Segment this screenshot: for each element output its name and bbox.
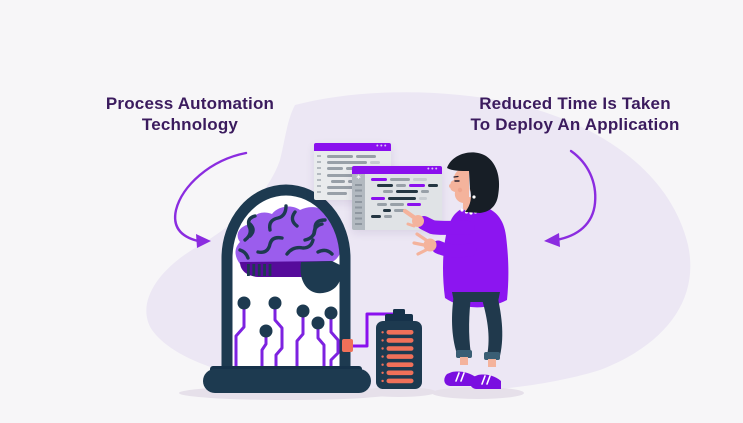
face	[450, 168, 469, 204]
pointing-arm	[402, 208, 475, 235]
hair	[447, 152, 500, 213]
open-hand-arm	[412, 232, 477, 258]
pants	[452, 292, 503, 356]
window-titlebar: •••	[314, 143, 391, 151]
ankle	[460, 357, 468, 365]
window-dots-icon: •••	[427, 166, 439, 173]
line-number-gutter: ∗	[352, 174, 365, 230]
line-number-gutter	[314, 151, 323, 200]
code-gutter-icon: ∗	[355, 174, 362, 181]
code-lines	[365, 174, 442, 230]
pant-cuff	[484, 352, 500, 360]
pant-cuff	[456, 350, 472, 358]
right-caption: Reduced Time Is Taken To Deploy An Appli…	[424, 93, 726, 135]
head	[447, 152, 500, 213]
dome-frame	[221, 184, 351, 372]
left-caption-line2: Technology	[141, 115, 239, 134]
battery-bars	[381, 330, 414, 384]
right-caption-line1: Reduced Time Is Taken	[479, 94, 671, 113]
right-arrow-icon	[544, 149, 597, 247]
cable-plug-icon	[342, 339, 353, 352]
battery-icon	[376, 309, 422, 389]
ankle	[488, 359, 496, 367]
left-caption: Process Automation Technology	[40, 93, 340, 135]
brain-icon	[235, 204, 342, 294]
dome-base	[203, 369, 371, 393]
sneakers-icon	[444, 371, 501, 389]
circuit-traces-icon	[234, 296, 340, 372]
chip-pins-icon	[247, 264, 272, 276]
right-caption-line2: To Deploy An Application	[470, 115, 680, 134]
window-titlebar: •••	[352, 166, 442, 174]
person-shadow	[432, 387, 524, 399]
window-dots-icon: •••	[376, 143, 388, 150]
left-arrow-icon	[173, 151, 248, 248]
battery-shadow	[362, 387, 436, 397]
brain-stem	[300, 261, 342, 294]
brain-folds-icon	[238, 204, 334, 260]
earring-icon	[472, 195, 476, 199]
left-caption-line1: Process Automation	[105, 94, 275, 113]
line-numbers	[355, 184, 362, 227]
